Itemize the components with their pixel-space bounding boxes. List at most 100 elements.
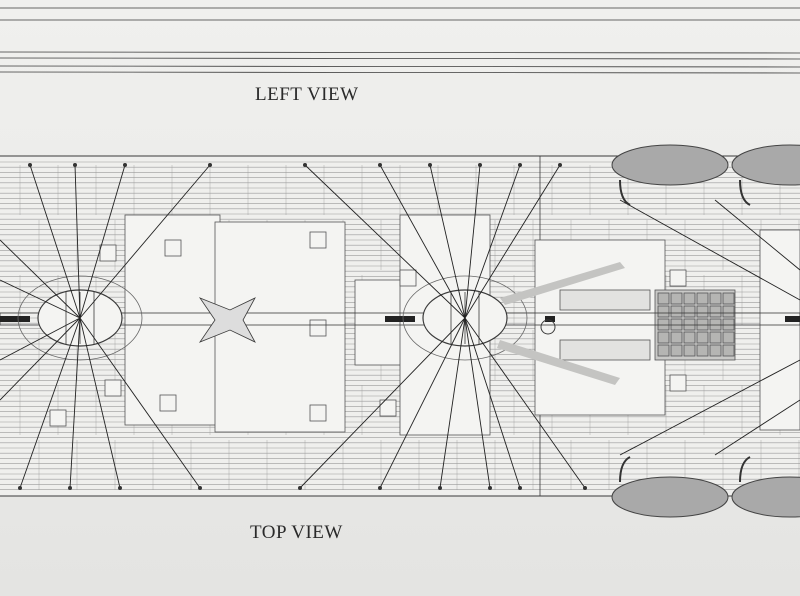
hatch-circle xyxy=(540,319,556,335)
left-view-hull-lines xyxy=(0,7,800,74)
rod xyxy=(545,316,555,322)
lifeboat xyxy=(611,476,729,518)
chainplate xyxy=(303,163,307,167)
chainplate xyxy=(583,486,587,490)
grating-cell xyxy=(657,292,670,305)
shroud-line xyxy=(464,164,561,319)
shroud-line xyxy=(464,317,491,489)
shroud-line xyxy=(429,164,466,319)
mast-top-outer xyxy=(17,275,143,361)
winch xyxy=(99,244,117,262)
rigging-lines xyxy=(0,163,800,490)
grating-cell xyxy=(657,344,670,357)
lifeboat xyxy=(611,144,729,186)
shroud-line xyxy=(0,317,81,401)
chainplate xyxy=(18,486,22,490)
rod xyxy=(785,316,800,322)
shroud-line xyxy=(299,317,466,489)
chainplate xyxy=(118,486,122,490)
shroud-line xyxy=(439,317,466,489)
winch xyxy=(164,239,182,257)
chainplate xyxy=(68,486,72,490)
winch xyxy=(49,409,67,427)
shroud-line xyxy=(464,317,586,489)
chainplate xyxy=(73,163,77,167)
grating-cell xyxy=(722,292,735,305)
lifeboat xyxy=(731,476,800,518)
winch xyxy=(309,404,327,422)
chainplate xyxy=(438,486,442,490)
grating-cell xyxy=(683,318,696,331)
hull-line xyxy=(0,71,800,74)
shroud-line xyxy=(379,164,466,319)
winch xyxy=(104,379,122,397)
chainplate xyxy=(428,163,432,167)
grating-cell xyxy=(670,292,683,305)
grating-cell xyxy=(709,305,722,318)
shroud-line xyxy=(29,164,81,319)
grating-cell xyxy=(709,331,722,344)
shroud-line xyxy=(79,317,121,489)
shroud-line xyxy=(304,164,466,319)
chainplate xyxy=(558,163,562,167)
shroud-line xyxy=(79,164,126,319)
grating-cell xyxy=(709,292,722,305)
grating-cell xyxy=(683,344,696,357)
chainplate xyxy=(488,486,492,490)
shroud-line xyxy=(0,317,81,361)
winch xyxy=(309,231,327,249)
grating-cell xyxy=(709,344,722,357)
chainplate xyxy=(478,163,482,167)
chainplate xyxy=(123,163,127,167)
shroud-line xyxy=(464,164,481,319)
bowsprit-rod xyxy=(0,316,30,322)
grating-cell xyxy=(683,331,696,344)
grating-cell xyxy=(683,305,696,318)
keel-beam xyxy=(0,312,800,326)
chainplate xyxy=(208,163,212,167)
grating-cell xyxy=(670,318,683,331)
grating-cell xyxy=(696,331,709,344)
fore-house xyxy=(759,229,800,431)
winch xyxy=(669,269,687,287)
grating-cell xyxy=(722,344,735,357)
grating-cell xyxy=(722,305,735,318)
winch xyxy=(159,394,177,412)
stay-line xyxy=(714,199,800,271)
grating-cell xyxy=(722,318,735,331)
shroud-line xyxy=(0,279,81,319)
chainplate xyxy=(198,486,202,490)
grating-cell xyxy=(696,305,709,318)
grating-cell xyxy=(683,292,696,305)
shroud-line xyxy=(19,317,81,489)
chainplate xyxy=(518,163,522,167)
boom-bottom xyxy=(497,340,620,385)
chainplate xyxy=(298,486,302,490)
grating-cell xyxy=(709,318,722,331)
grating-cell xyxy=(670,305,683,318)
shroud-line xyxy=(69,317,81,489)
winch xyxy=(669,374,687,392)
mast-top-outer xyxy=(402,275,528,361)
davit xyxy=(619,456,631,483)
capstan-star xyxy=(198,297,256,343)
chainplate xyxy=(28,163,32,167)
lifeboat xyxy=(731,144,800,186)
shroud-line xyxy=(79,164,211,319)
shroud-line xyxy=(0,239,81,319)
grating-cell xyxy=(696,318,709,331)
grating-cell xyxy=(657,305,670,318)
chainplate xyxy=(518,486,522,490)
chainplate xyxy=(378,163,382,167)
hull-line xyxy=(0,57,800,60)
grating-cell xyxy=(696,344,709,357)
stay-line xyxy=(714,399,800,456)
stay-line xyxy=(619,199,800,301)
shroud-line xyxy=(464,317,521,489)
winch xyxy=(309,319,327,337)
vent-row-top xyxy=(559,289,651,311)
davit xyxy=(619,179,631,206)
grating-cell xyxy=(696,292,709,305)
deck-structures xyxy=(0,214,800,436)
